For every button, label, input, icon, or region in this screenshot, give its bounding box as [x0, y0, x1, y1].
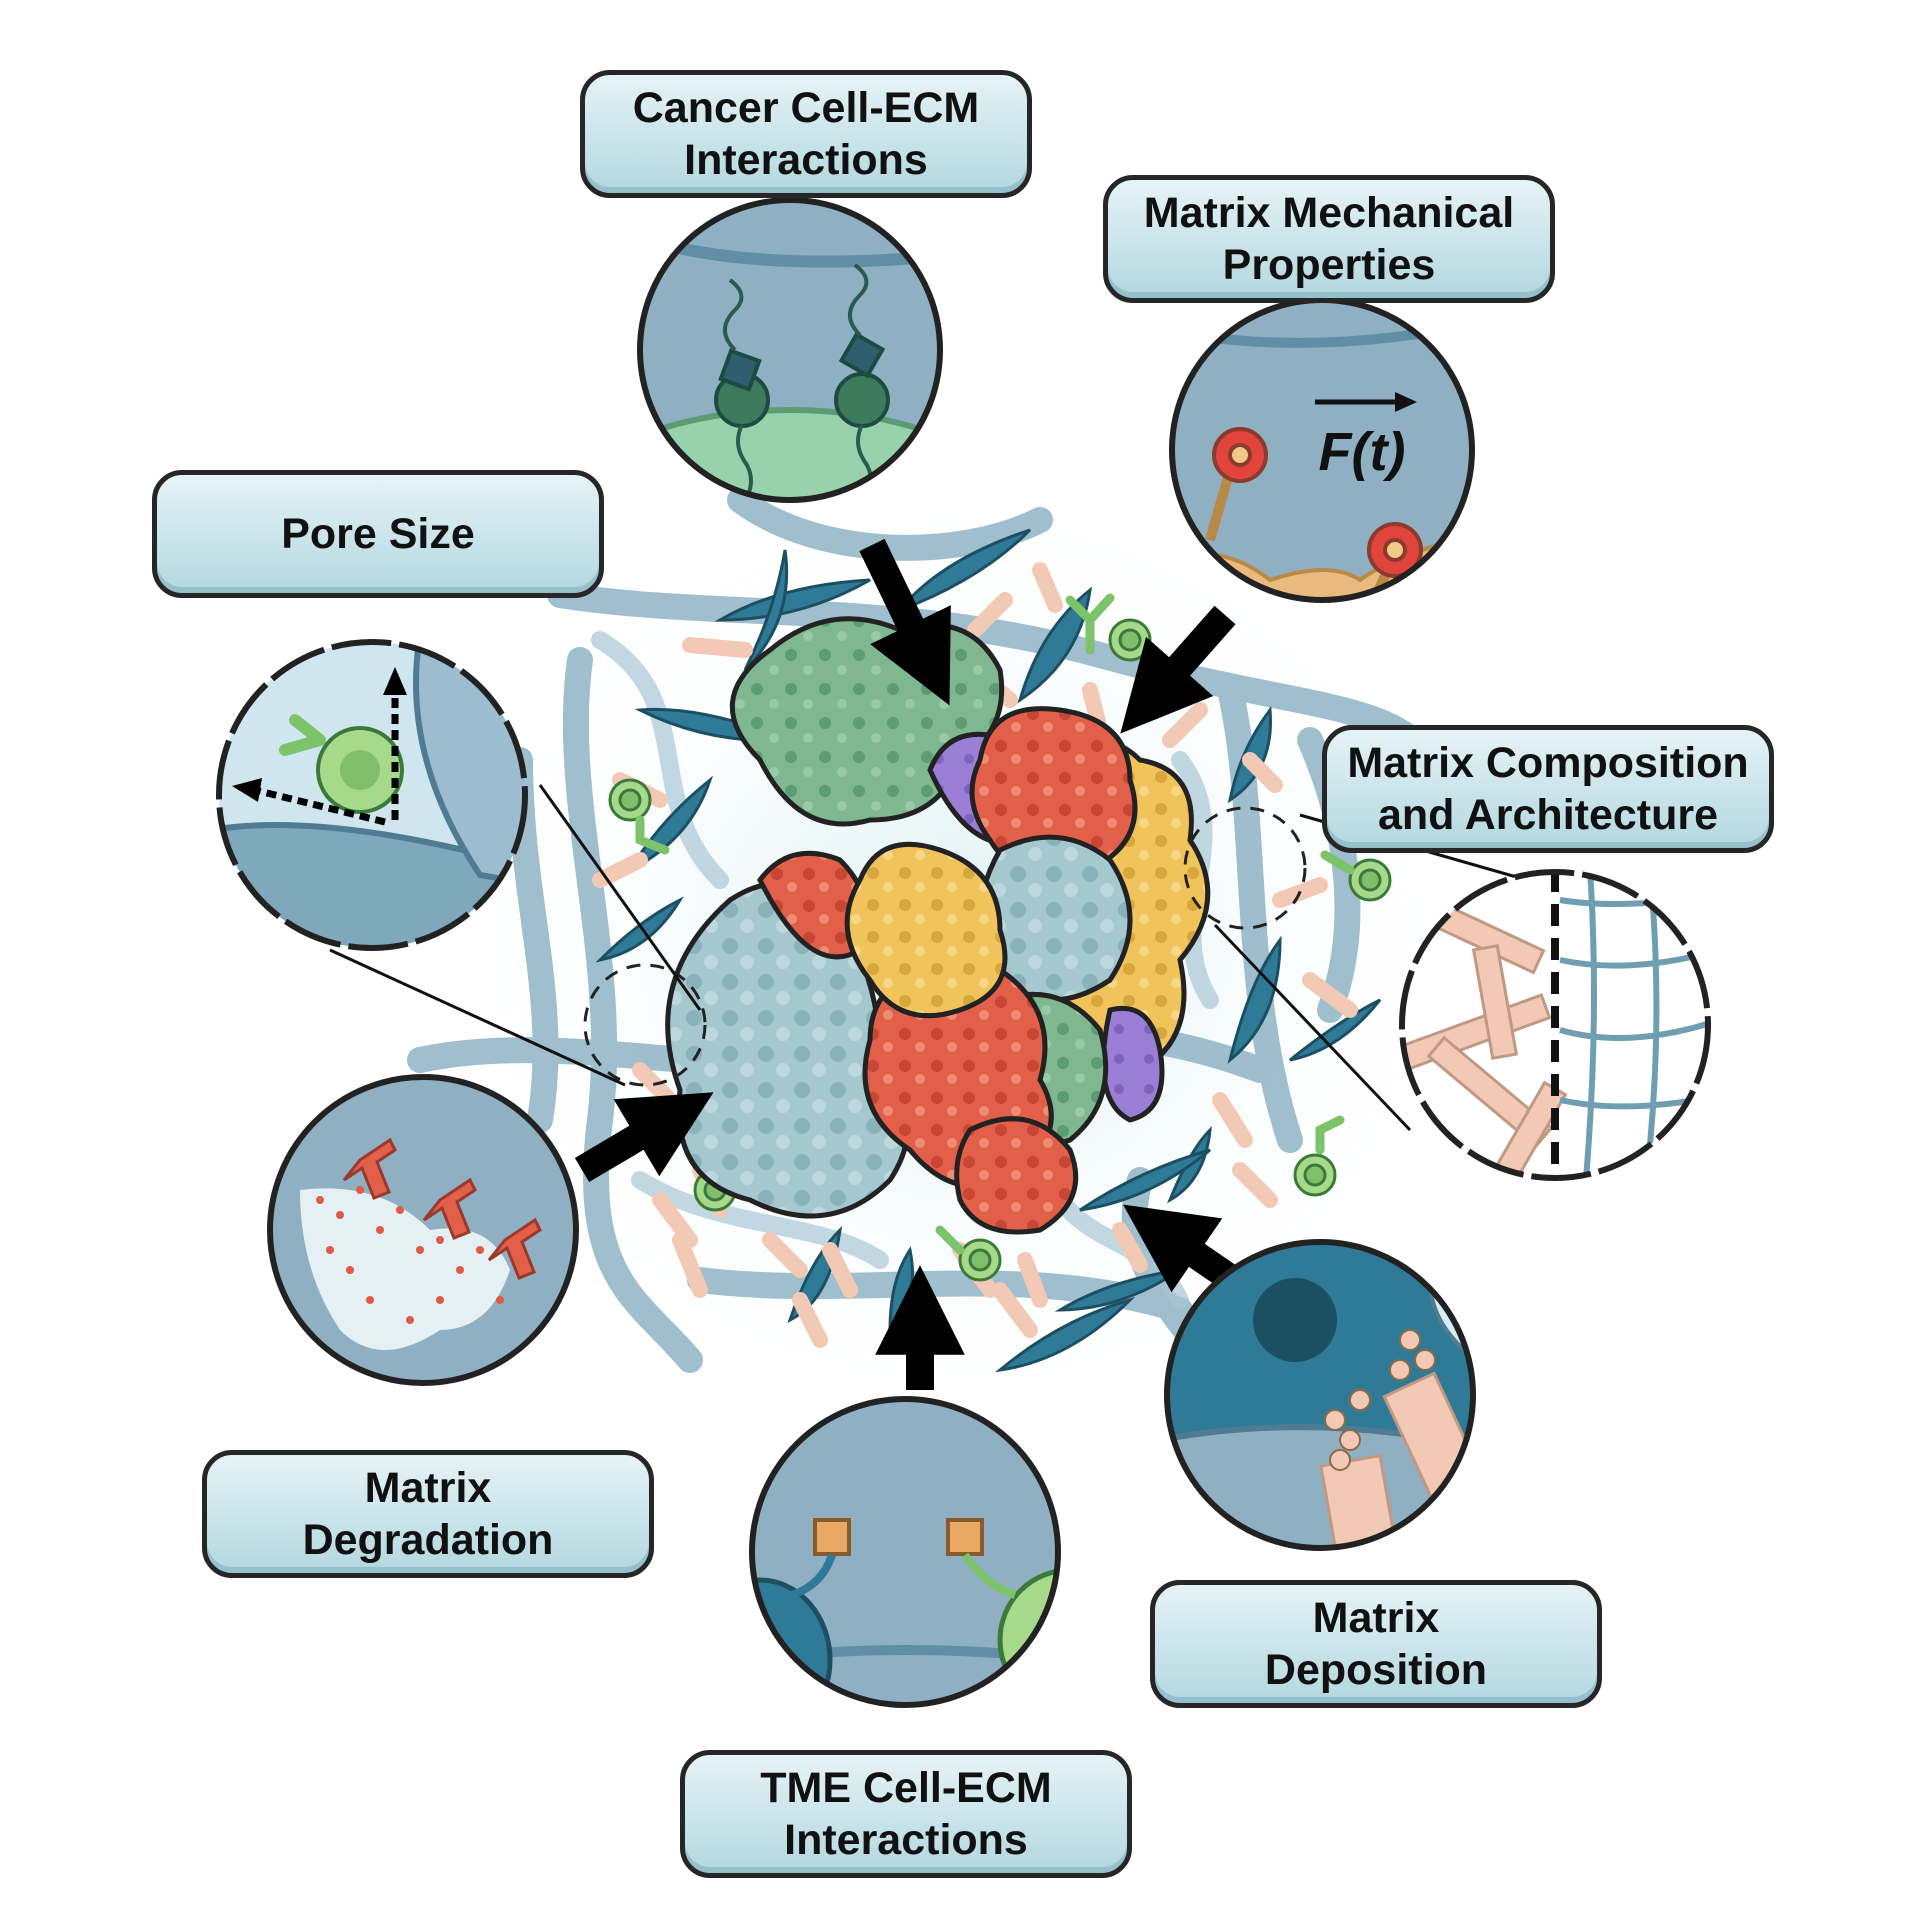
inset-deposition [1164, 1239, 1476, 1551]
label-mechanical: Matrix Mechanical Properties [1103, 175, 1555, 303]
degradation-arrow-icon [422, 1177, 477, 1240]
focus-circle-composition [1183, 806, 1307, 930]
stromal-cells [592, 528, 1392, 1373]
label-cancer-cell-ecm: Cancer Cell-ECM Interactions [580, 70, 1032, 198]
label-mechanical-text: Matrix Mechanical Properties [1143, 189, 1515, 289]
degradation-arrow-icon [487, 1217, 542, 1280]
label-composition: Matrix Composition and Architecture [1322, 725, 1774, 853]
tumor-cluster-red-top [969, 706, 1138, 879]
immune-cell [935, 1225, 1002, 1282]
arrow-mechanical [1120, 605, 1236, 734]
tumor-cluster-purple-right [1100, 1005, 1165, 1123]
label-deposition: Matrix Deposition [1150, 1580, 1602, 1708]
ecm-ligand [718, 348, 762, 392]
arrow-cancer-cell-ecm [859, 538, 951, 706]
label-pore-size: Pore Size [152, 470, 604, 598]
fibroblast-cell [1017, 586, 1093, 704]
integrin-receptor [834, 372, 890, 428]
immune-cell [1320, 850, 1392, 902]
label-degradation: Matrix Degradation [202, 1450, 654, 1578]
arrow-degradation [574, 1092, 714, 1183]
inset-degradation [267, 1074, 579, 1386]
fibroblast-cell [895, 528, 1032, 614]
immune-cell [1293, 1115, 1345, 1197]
force-arrow-icon [1315, 392, 1417, 412]
ecm-ligand [946, 1518, 984, 1556]
force-label: F(t) [1319, 422, 1406, 482]
fibroblast-cell [1227, 935, 1282, 1064]
fibroblast-cell [994, 1296, 1136, 1373]
label-cancer-cell-ecm-text: Cancer Cell-ECM Interactions [632, 84, 980, 184]
label-degradation-text: Matrix Degradation [302, 1464, 554, 1564]
degradation-arrow-icon [342, 1137, 397, 1200]
label-composition-text: Matrix Composition and Architecture [1347, 739, 1749, 839]
focus-circle-pore [583, 963, 707, 1087]
fibroblast-cell [595, 896, 684, 963]
tumor-cluster-yellow-center [844, 841, 1008, 1019]
ecm-ligand [813, 1518, 851, 1556]
ecm-ligand [838, 331, 886, 379]
label-pore-size-text: Pore Size [281, 510, 475, 558]
fibroblast-cell [1079, 1148, 1211, 1212]
label-tme-cell-ecm: TME Cell-ECM Interactions [680, 1750, 1132, 1878]
inset-composition [1399, 869, 1711, 1181]
tumor-cluster-red-bottom [954, 1116, 1079, 1235]
label-deposition-text: Matrix Deposition [1264, 1594, 1488, 1694]
label-tme-cell-ecm-text: TME Cell-ECM Interactions [760, 1764, 1052, 1864]
inset-tme-cell-ecm [749, 1396, 1061, 1708]
inset-pore-size [216, 639, 528, 951]
fibroblast-cell [743, 549, 789, 672]
inset-mechanical: F(t) [1169, 297, 1475, 603]
immune-cell [608, 778, 670, 855]
fibroblast-cell [1289, 998, 1382, 1062]
